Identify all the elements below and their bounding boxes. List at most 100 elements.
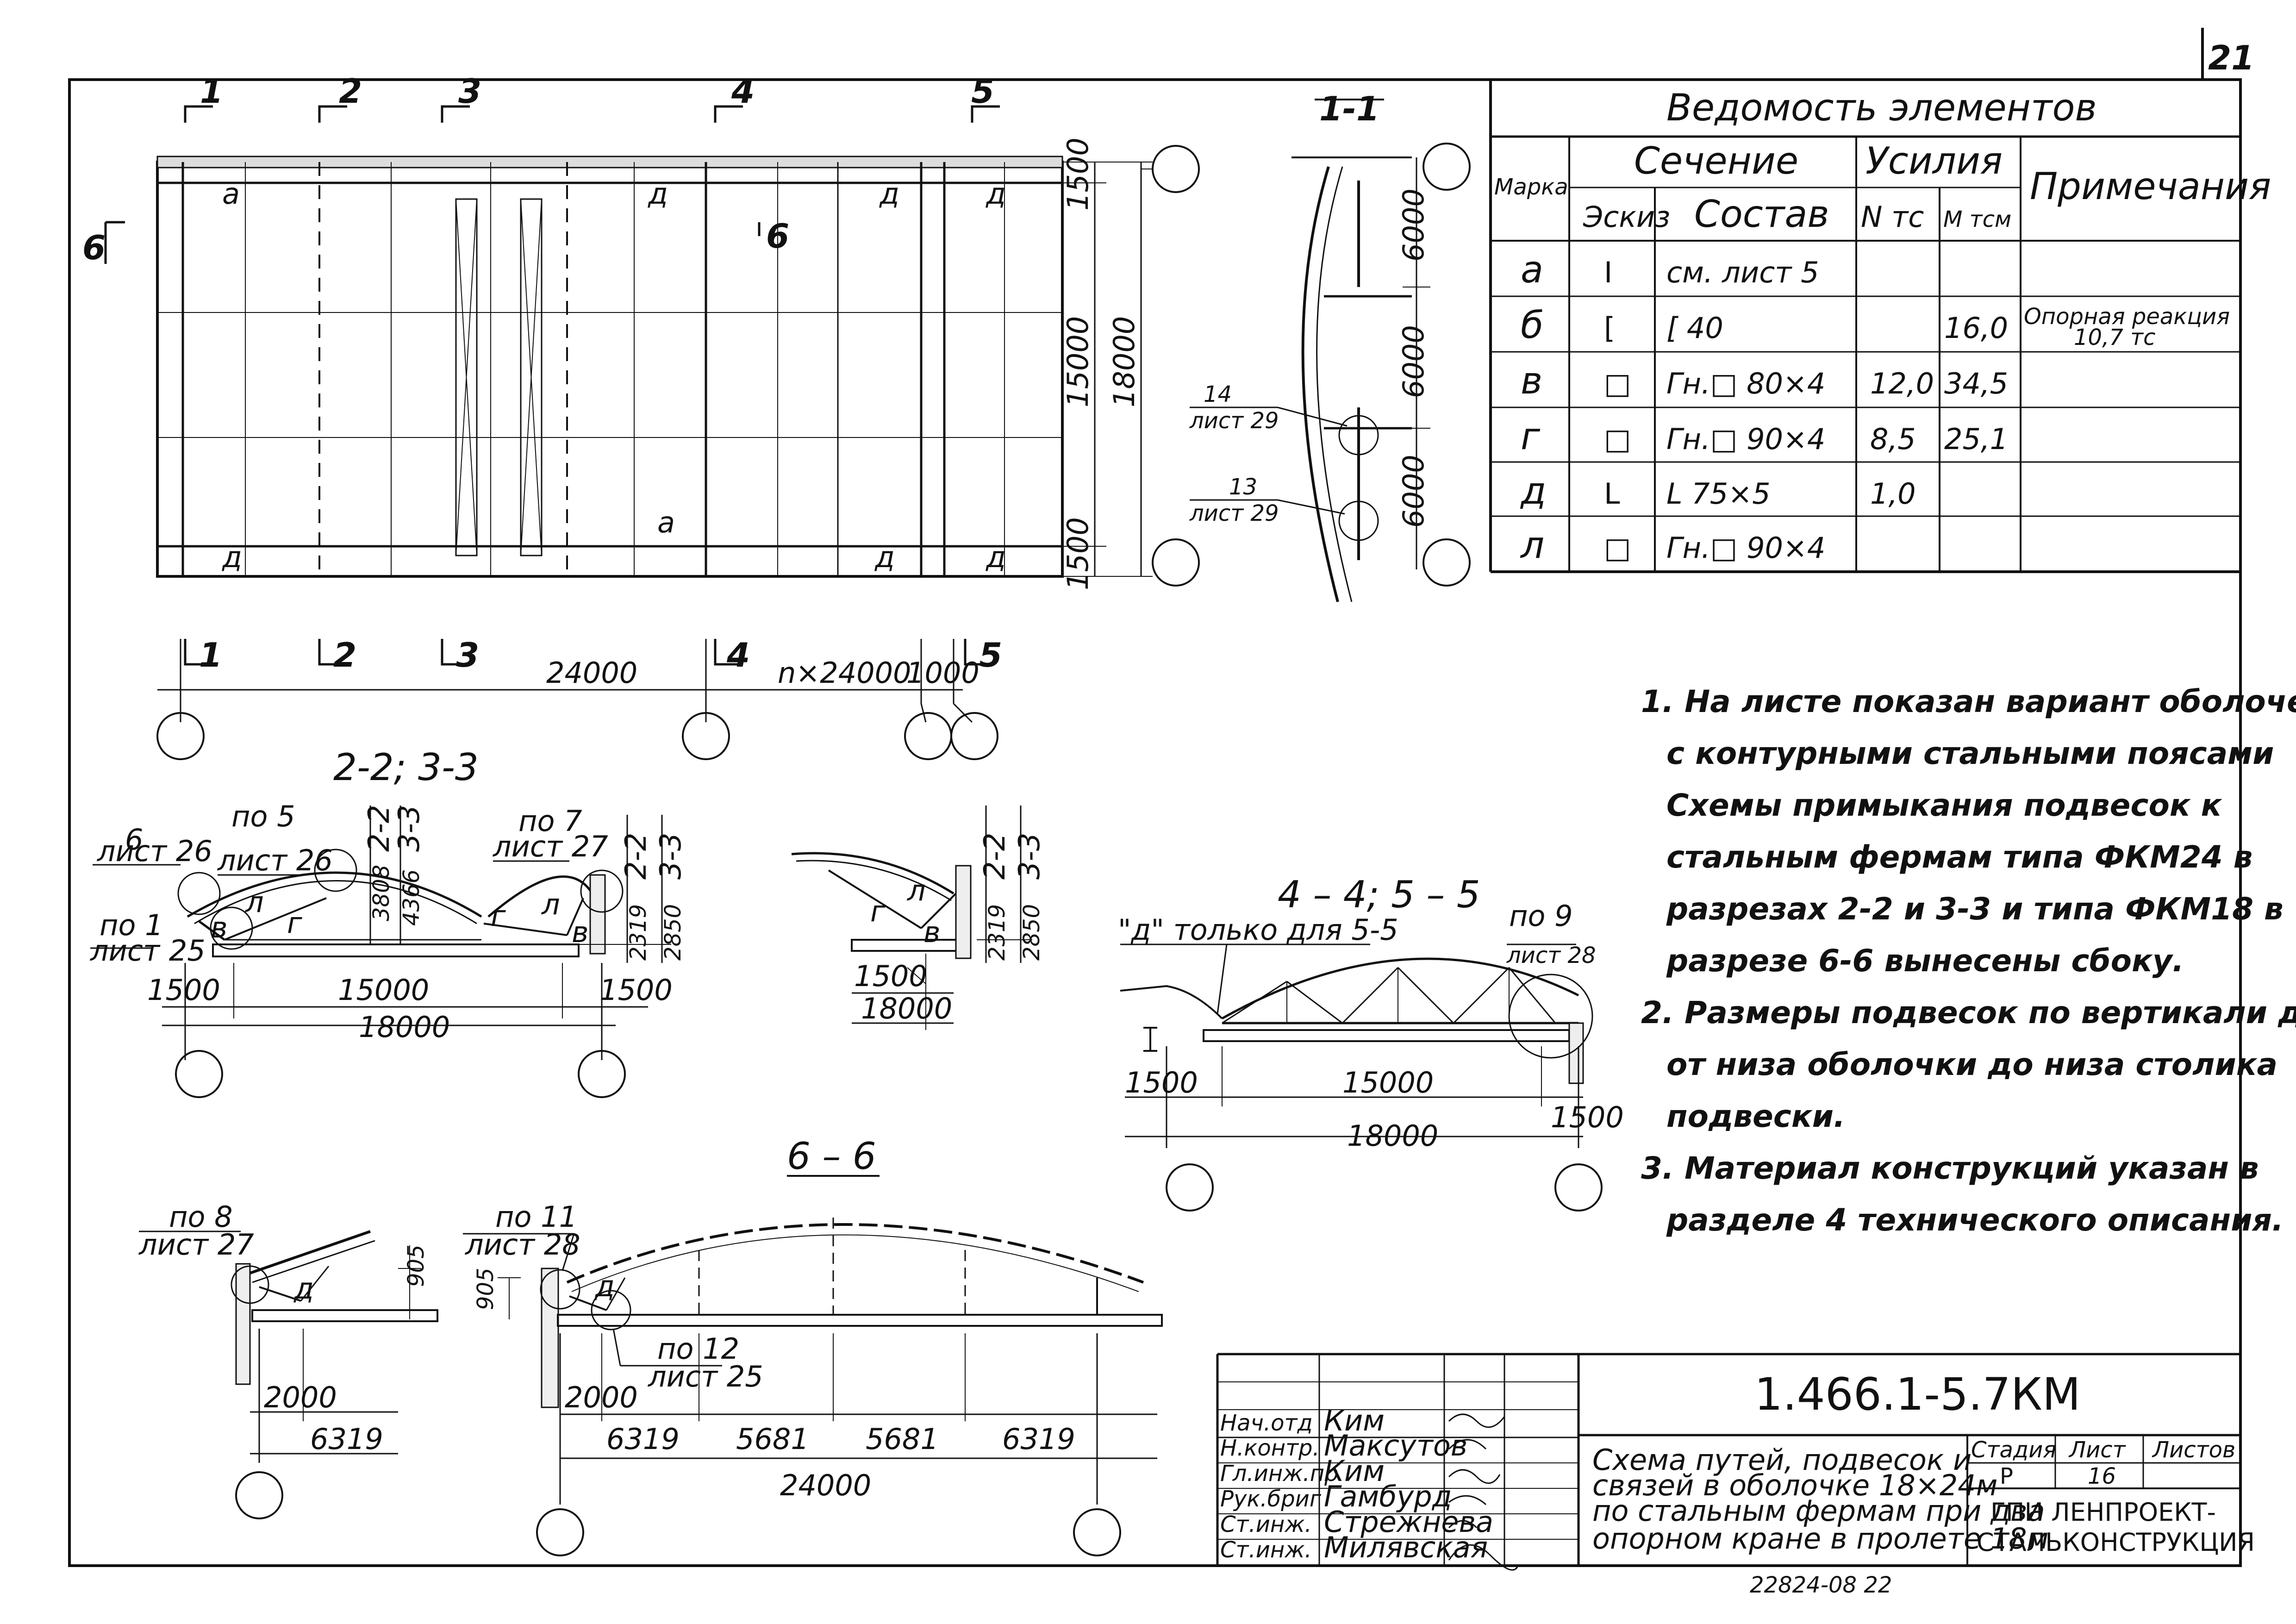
svg-text:1000: 1000 — [906, 656, 980, 690]
staff-name: Стрежнева — [1324, 1505, 1493, 1539]
svg-text:18000: 18000 — [1107, 316, 1141, 407]
svg-text:Эскиз: Эскиз — [1583, 200, 1670, 234]
svg-text:д: д — [879, 177, 899, 211]
svg-text:Стадия: Стадия — [1971, 1437, 2056, 1463]
svg-text:6000: 6000 — [1397, 455, 1430, 528]
svg-text:2000: 2000 — [264, 1380, 337, 1414]
table-cell-sketch: I — [1604, 256, 1612, 289]
table-cell-composition: см. лист 5 — [1666, 256, 1819, 289]
svg-text:15000: 15000 — [338, 973, 429, 1007]
svg-text:2319: 2319 — [984, 904, 1010, 961]
svg-text:Примечания: Примечания — [2030, 165, 2271, 208]
svg-text:ГПИ ЛЕНПРОЕКТ-: ГПИ ЛЕНПРОЕКТ- — [1990, 1498, 2216, 1527]
svg-text:2-2; 3-3: 2-2; 3-3 — [333, 746, 479, 789]
title-block — [1216, 1353, 2240, 1571]
notes-block: 1. На листе показан вариант оболочек с к… — [1641, 676, 2296, 1246]
table-cell-mark: б — [1521, 304, 1543, 347]
note-line: Схемы примыкания подвесок к — [1666, 787, 2222, 823]
note-line: с контурными стальными поясами — [1666, 736, 2274, 771]
svg-text:по 5: по 5 — [231, 800, 295, 833]
svg-text:4: 4 — [726, 636, 750, 675]
svg-text:Р: Р — [2000, 1463, 2013, 1489]
elements-table-text: Ведомость элементов Марка Сечение Эскиз … — [1494, 86, 2271, 236]
table-cell-m: 34,5 — [1944, 367, 2008, 400]
svg-text:1-1: 1-1 — [1319, 89, 1379, 128]
svg-text:2319: 2319 — [625, 904, 651, 961]
svg-text:5681: 5681 — [736, 1422, 809, 1456]
svg-text:16: 16 — [2088, 1463, 2116, 1489]
svg-text:3-3: 3-3 — [1012, 833, 1046, 880]
elements-table — [1489, 80, 2242, 573]
section-4-4-labels: 4 – 4; 5 – 5 "д" только для 5-5 по 9 лис… — [1118, 873, 1624, 1153]
staff-role: Нач.отд — [1220, 1410, 1313, 1436]
staff-role: Ст.инж. — [1220, 1537, 1312, 1563]
table-cell-sketch: □ — [1604, 531, 1631, 565]
svg-text:лист 27: лист 27 — [138, 1228, 254, 1262]
svg-text:15000: 15000 — [1061, 316, 1095, 407]
svg-text:1500: 1500 — [1551, 1100, 1624, 1134]
staff-name: Ким — [1324, 1454, 1385, 1488]
svg-text:Лист: Лист — [2068, 1437, 2127, 1463]
svg-text:4: 4 — [731, 72, 755, 111]
svg-text:2: 2 — [339, 72, 362, 111]
svg-text:Сечение: Сечение — [1634, 139, 1798, 182]
svg-text:по 7: по 7 — [518, 804, 582, 838]
table-cell-mark: л — [1520, 524, 1544, 567]
svg-text:л: л — [541, 887, 560, 921]
svg-text:лист 29: лист 29 — [1189, 408, 1279, 434]
svg-text:д: д — [986, 540, 1006, 574]
svg-text:д: д — [293, 1272, 314, 1305]
section-2-2-labels: 2-2; 3-3 по 5 лист 26 6 лист 26 по 7 лис… — [90, 746, 687, 1044]
note-line: 2. Размеры подвесок по вертикали даны — [1641, 995, 2296, 1031]
section-6-6-labels: 6 – 6 по 8 лист 27 по 11 лист 28 по 12 л… — [138, 1135, 1075, 1502]
table-cell-n: 1,0 — [1870, 477, 1916, 511]
table-cell-n: 12,0 — [1870, 367, 1934, 400]
svg-text:д: д — [986, 177, 1006, 211]
svg-text:5681: 5681 — [866, 1422, 939, 1456]
svg-text:N тс: N тс — [1861, 200, 1924, 234]
table-cell-sketch: [ — [1604, 311, 1615, 345]
section-1-1-labels: 1-1 6000 6000 6000 14 лист 29 13 лист 29 — [1189, 89, 1430, 528]
svg-text:24000: 24000 — [546, 656, 637, 690]
archive-number: 22824-08 22 — [1750, 1572, 1892, 1598]
sheet-number: 21 — [2208, 38, 2254, 77]
section-6-6 — [139, 1175, 1163, 1556]
table-cell-note: Опорная реакция — [2024, 304, 2230, 330]
svg-text:Схема путей, подвесок и: Схема путей, подвесок и — [1592, 1443, 1972, 1477]
svg-text:а: а — [222, 177, 240, 211]
svg-text:л: л — [245, 885, 264, 919]
svg-text:по 12: по 12 — [657, 1332, 739, 1366]
svg-text:Состав: Состав — [1694, 193, 1829, 236]
staff-role: Н.контр. — [1220, 1435, 1320, 1461]
svg-text:6: 6 — [766, 217, 789, 256]
table-cell-mark: в — [1521, 359, 1542, 402]
svg-text:6000: 6000 — [1397, 188, 1430, 262]
svg-text:2850: 2850 — [660, 904, 686, 961]
section-2-2-detail-labels: л г в 2-2 3-3 2319 2850 1500 18000 — [854, 833, 1046, 1025]
svg-text:14: 14 — [1204, 381, 1232, 407]
svg-text:6319: 6319 — [1002, 1422, 1075, 1456]
svg-text:3: 3 — [458, 72, 481, 111]
svg-text:2850: 2850 — [1019, 904, 1045, 961]
title-block-text: 1.466.1-5.7КМ Схема путей, подвесок и св… — [1592, 1368, 2255, 1557]
svg-text:лист 28: лист 28 — [1506, 943, 1596, 968]
svg-text:лист 26: лист 26 — [97, 834, 212, 868]
svg-text:лист 29: лист 29 — [1189, 500, 1279, 526]
svg-text:по 1: по 1 — [100, 908, 163, 942]
svg-text:д: д — [594, 1269, 615, 1303]
svg-text:905: 905 — [403, 1244, 429, 1287]
table-cell-composition: Гн.□ 80×4 — [1666, 367, 1825, 400]
table-cell-mark: а — [1521, 248, 1543, 291]
svg-text:по 9: по 9 — [1509, 899, 1573, 933]
table-cell-note: 10,7 тс — [2074, 325, 2155, 350]
svg-text:в: в — [923, 915, 941, 949]
svg-text:лист 25: лист 25 — [648, 1360, 763, 1393]
svg-text:6319: 6319 — [310, 1422, 383, 1456]
section-1-1 — [1190, 99, 1471, 602]
staff-name: Милявская — [1324, 1530, 1488, 1564]
table-cell-composition: L 75×5 — [1666, 477, 1771, 511]
table-cell-sketch: □ — [1604, 422, 1631, 456]
